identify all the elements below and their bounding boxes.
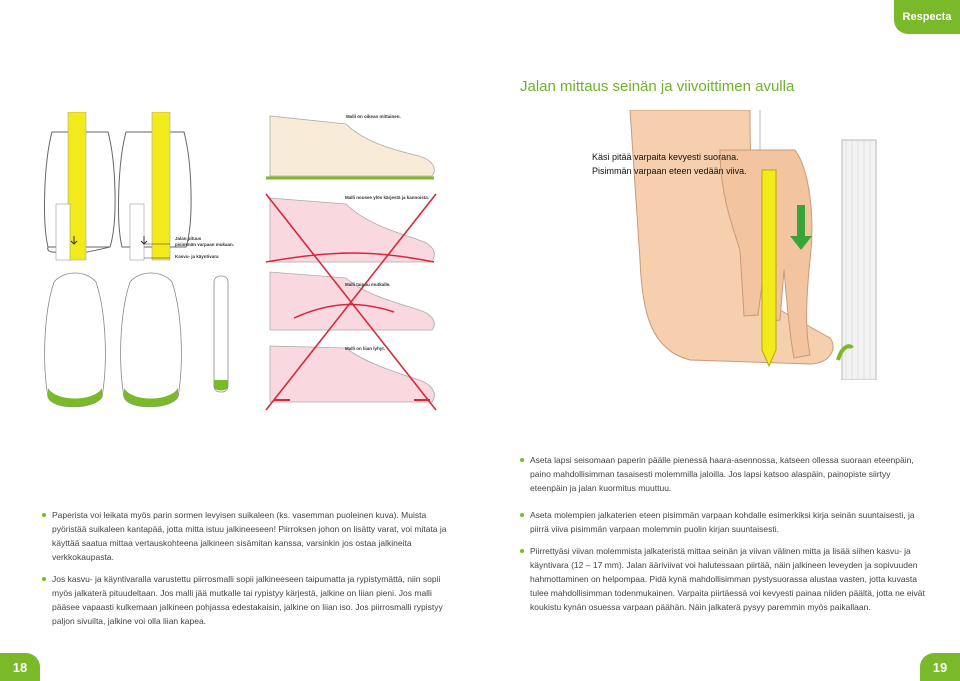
right-bullet-list-2: Aseta molempien jalkaterien eteen pisimm… [520, 508, 926, 622]
foot-drawing-photo [580, 110, 880, 380]
annotation-hand: Käsi pitää varpaita kevyesti suorana. [592, 152, 739, 162]
right-bullet-1: Aseta lapsi seisomaan paperin päälle pie… [520, 453, 926, 495]
caption-too-short: Malli on liian lyhyt. [345, 346, 386, 351]
caption-ok-model: Malli on oikean mittainen. [346, 114, 401, 119]
caption-longest-toe: pisimmän varpaan mukaan. [175, 242, 235, 247]
caption-rises: Malli nousee ylös kärjestä ja kannoista. [345, 195, 430, 200]
right-bullet-2: Aseta molempien jalkaterien eteen pisimm… [520, 508, 926, 536]
page-number-right: 19 [920, 653, 960, 681]
annotation-line: Pisimmän varpaan eteen vedään viiva. [592, 166, 747, 176]
right-bullet-list-1: Aseta lapsi seisomaan paperin päälle pie… [520, 453, 926, 503]
page-title: Jalan mittaus seinän ja viivoittimen avu… [520, 78, 795, 95]
foot-measurement-illustration [44, 112, 437, 411]
brand-tab: Respecta [894, 0, 960, 34]
caption-foot-length: Jalan pituus [175, 236, 202, 241]
caption-growth: Kasvu- ja käyntivara [175, 254, 219, 259]
left-bullet-1: Paperista voi leikata myös parin sormen … [42, 508, 450, 564]
left-bullet-2: Jos kasvu- ja käyntivaralla varustettu p… [42, 572, 450, 628]
caption-bends: Malli taipuu mutkalle. [345, 282, 391, 287]
right-bullet-3: Piirrettyäsi viivan molemmista jalkateri… [520, 544, 926, 614]
left-bullet-list: Paperista voi leikata myös parin sormen … [42, 508, 450, 636]
page-number-left: 18 [0, 653, 40, 681]
